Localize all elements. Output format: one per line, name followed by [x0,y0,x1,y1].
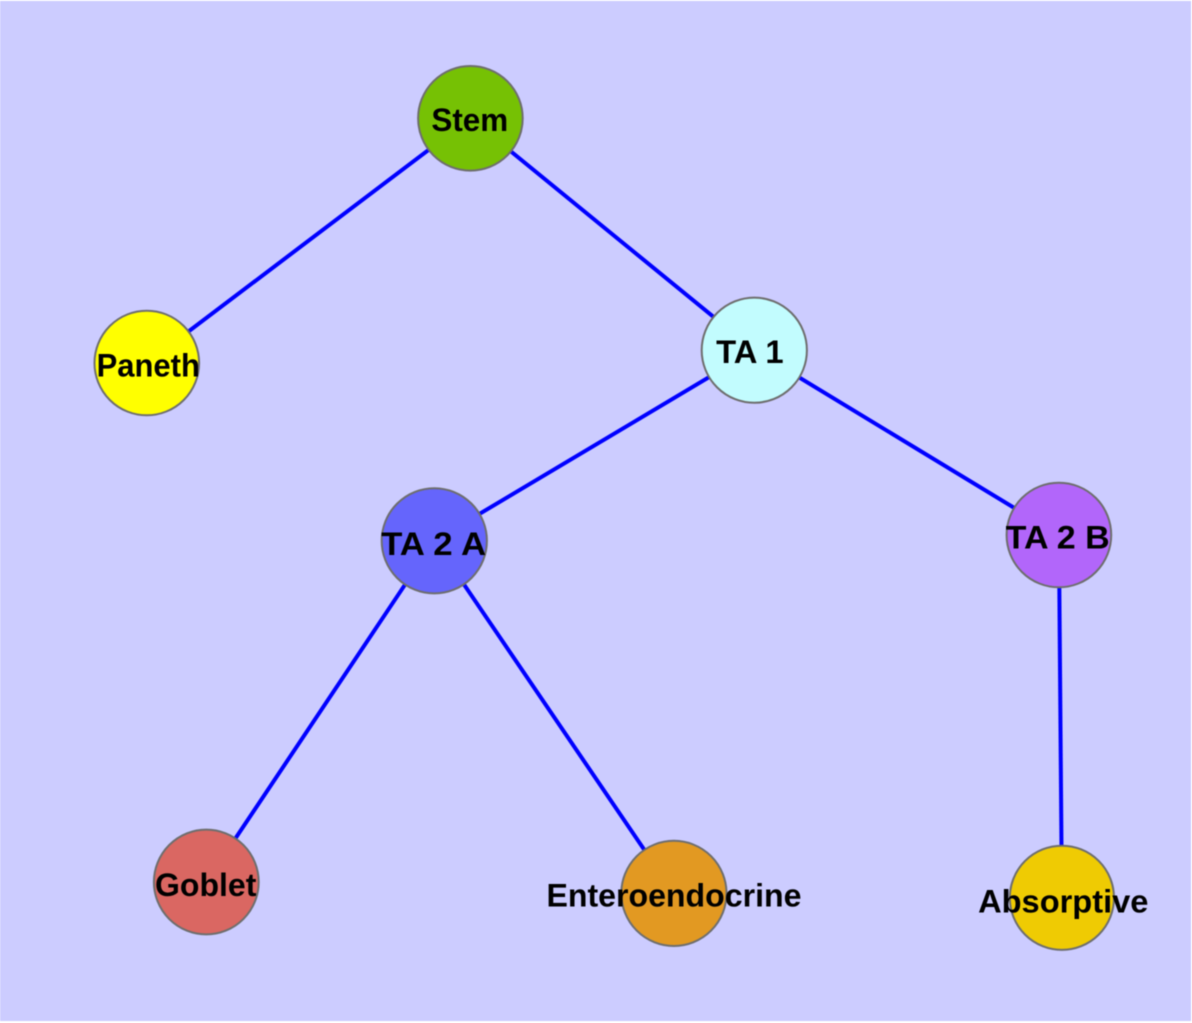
svg-text:TA 1: TA 1 [716,334,783,370]
svg-text:Goblet: Goblet [155,867,257,903]
svg-text:TA 2 A: TA 2 A [381,526,486,562]
svg-text:Absorptive: Absorptive [978,884,1148,920]
svg-text:TA 2 B: TA 2 B [1006,519,1110,555]
svg-text:Stem: Stem [431,102,508,138]
svg-text:Paneth: Paneth [97,348,200,384]
svg-text:Enteroendocrine: Enteroendocrine [546,877,801,913]
